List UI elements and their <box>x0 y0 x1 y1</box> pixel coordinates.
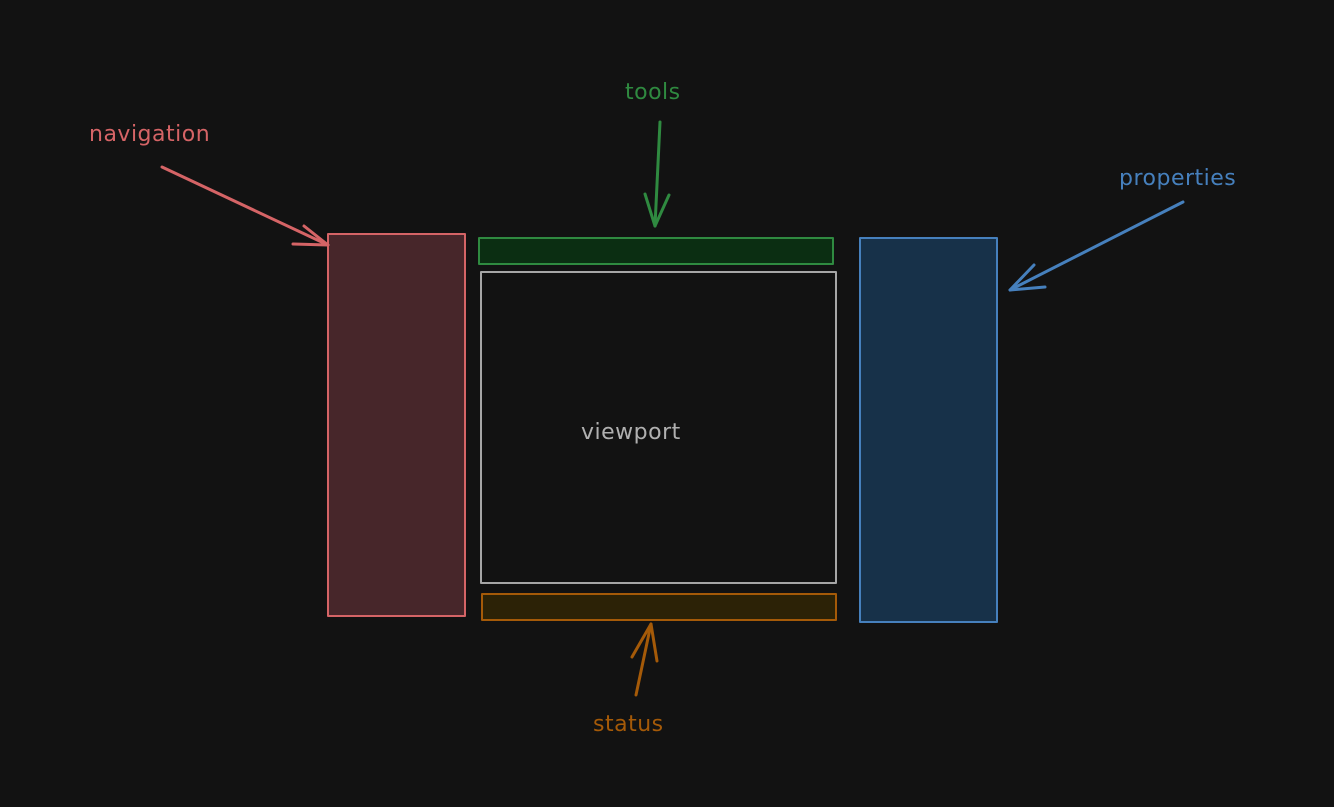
properties-arrow-icon <box>1008 200 1185 292</box>
tools-label: tools <box>625 80 681 105</box>
navigation-arrow-icon <box>160 165 330 247</box>
viewport-box <box>480 271 837 584</box>
status-bar-box <box>481 593 837 621</box>
navigation-panel-box <box>327 233 466 617</box>
status-label: status <box>593 712 664 737</box>
properties-label: properties <box>1119 166 1237 191</box>
navigation-label: navigation <box>89 122 211 147</box>
tools-bar-box <box>478 237 834 265</box>
properties-panel-box <box>859 237 998 623</box>
viewport-label: viewport <box>581 420 681 445</box>
status-arrow-icon <box>630 622 659 697</box>
tools-arrow-icon <box>643 120 671 228</box>
